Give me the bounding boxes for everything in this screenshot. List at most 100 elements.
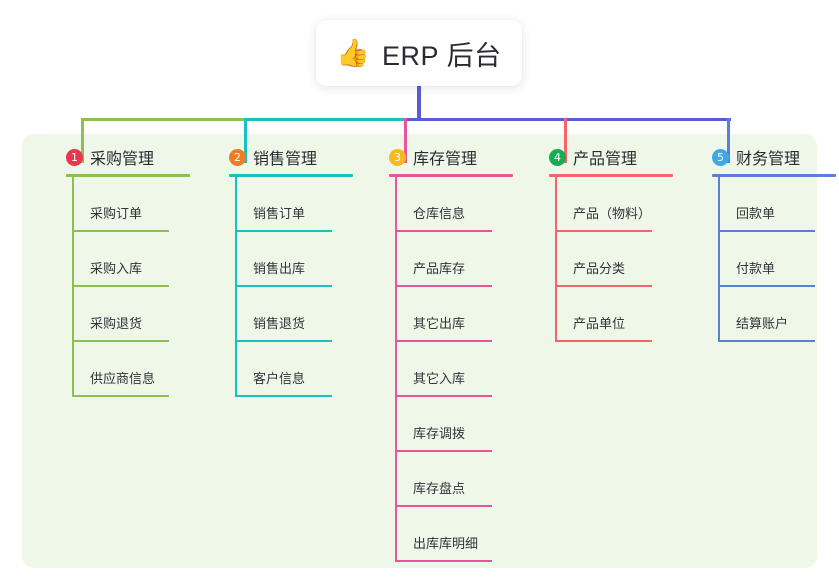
leaf-item[interactable]: 采购订单 (72, 177, 196, 232)
branch-column-4: 4 产品管理产品（物料） 产品分类产品单位 (527, 146, 679, 342)
branch-badge-4: 4 (549, 148, 566, 166)
leaf-item[interactable]: 库存调拨 (395, 397, 519, 452)
branch-badge-5: 5 (712, 148, 729, 166)
branch-header-2[interactable]: 2 销售管理 (207, 146, 359, 168)
leaf-underline (555, 285, 652, 287)
leaf-spine-5 (718, 177, 720, 342)
leaf-item[interactable]: 采购入库 (72, 232, 196, 287)
leaf-underline (718, 340, 815, 342)
leaf-list-1: 采购订单采购入库采购退货供应商信息 (72, 177, 196, 397)
leaf-item[interactable]: 库存盘点 (395, 452, 519, 507)
leaf-underline (555, 340, 652, 342)
leaf-underline (718, 230, 815, 232)
branch-badge-1: 1 (66, 148, 83, 166)
leaf-item[interactable]: 采购退货 (72, 287, 196, 342)
diagram-panel (22, 134, 817, 568)
branch-drop-2 (244, 118, 247, 163)
leaf-spine-4 (555, 177, 557, 342)
leaf-item[interactable]: 产品（物料） (555, 177, 679, 232)
branch-drop-5 (727, 118, 730, 163)
root-stem (417, 86, 421, 121)
bus-segment-1 (81, 118, 246, 121)
branch-underline-5 (712, 174, 836, 177)
branch-drop-3 (404, 118, 407, 163)
leaf-list-2: 销售订单销售出库销售退货客户信息 (235, 177, 359, 397)
leaf-label: 结算账户 (736, 316, 789, 331)
leaf-label: 付款单 (736, 261, 776, 276)
leaf-underline (395, 450, 492, 452)
branch-header-1[interactable]: 1 采购管理 (44, 146, 196, 168)
branch-badge-2: 2 (229, 148, 246, 166)
leaf-list-3: 仓库信息产品库存其它出库其它入库库存调拨库存盘点出库库明细 (395, 177, 519, 562)
leaf-item[interactable]: 其它出库 (395, 287, 519, 342)
branch-column-5: 5 财务管理回款单付款单结算账户 (690, 146, 839, 342)
leaf-label: 库存盘点 (413, 481, 466, 496)
branch-underline-3 (389, 174, 513, 177)
leaf-item[interactable]: 产品单位 (555, 287, 679, 342)
branch-title-3: 库存管理 (413, 151, 478, 168)
leaf-item[interactable]: 付款单 (718, 232, 839, 287)
branch-drop-1 (81, 118, 84, 163)
leaf-item[interactable]: 客户信息 (235, 342, 359, 397)
branch-badge-3: 3 (389, 148, 406, 166)
leaf-label: 采购退货 (90, 316, 143, 331)
leaf-item[interactable]: 产品库存 (395, 232, 519, 287)
leaf-underline (235, 285, 332, 287)
branch-title-1: 采购管理 (90, 151, 155, 168)
branch-title-2: 销售管理 (253, 151, 318, 168)
leaf-label: 库存调拨 (413, 426, 466, 441)
leaf-underline (395, 560, 492, 562)
leaf-item[interactable]: 仓库信息 (395, 177, 519, 232)
leaf-label: 仓库信息 (413, 206, 466, 221)
branch-header-4[interactable]: 4 产品管理 (527, 146, 679, 168)
branch-title-5: 财务管理 (736, 151, 801, 168)
leaf-underline (395, 505, 492, 507)
leaf-item[interactable]: 其它入库 (395, 342, 519, 397)
root-title: ERP 后台 (382, 40, 502, 71)
leaf-label: 产品单位 (573, 316, 626, 331)
leaf-list-4: 产品（物料） 产品分类产品单位 (555, 177, 679, 342)
leaf-label: 出库库明细 (413, 536, 479, 551)
leaf-label: 销售出库 (253, 261, 306, 276)
leaf-underline (718, 285, 815, 287)
leaf-label: 其它出库 (413, 316, 466, 331)
branch-column-1: 1 采购管理采购订单采购入库采购退货供应商信息 (44, 146, 196, 397)
branch-header-3[interactable]: 3 库存管理 (367, 146, 519, 168)
branch-header-5[interactable]: 5 财务管理 (690, 146, 839, 168)
leaf-label: 销售订单 (253, 206, 306, 221)
leaf-underline (235, 395, 332, 397)
leaf-item[interactable]: 结算账户 (718, 287, 839, 342)
leaf-item[interactable]: 销售退货 (235, 287, 359, 342)
branch-title-4: 产品管理 (573, 151, 638, 168)
leaf-label: 其它入库 (413, 371, 466, 386)
root-node[interactable]: 👍 ERP 后台 (316, 20, 522, 86)
branch-underline-4 (549, 174, 673, 177)
leaf-spine-3 (395, 177, 397, 562)
branch-underline-1 (66, 174, 190, 177)
leaf-list-5: 回款单付款单结算账户 (718, 177, 839, 342)
leaf-underline (235, 340, 332, 342)
bus-segment-2 (244, 118, 406, 121)
leaf-label: 回款单 (736, 206, 776, 221)
leaf-underline (72, 285, 169, 287)
leaf-underline (395, 395, 492, 397)
branch-column-3: 3 库存管理仓库信息产品库存其它出库其它入库库存调拨库存盘点出库库明细 (367, 146, 519, 562)
leaf-item[interactable]: 销售出库 (235, 232, 359, 287)
leaf-spine-1 (72, 177, 74, 397)
leaf-item[interactable]: 供应商信息 (72, 342, 196, 397)
leaf-underline (395, 230, 492, 232)
leaf-item[interactable]: 出库库明细 (395, 507, 519, 562)
leaf-label: 采购订单 (90, 206, 143, 221)
leaf-underline (395, 285, 492, 287)
branch-underline-2 (229, 174, 353, 177)
leaf-item[interactable]: 回款单 (718, 177, 839, 232)
leaf-label: 产品（物料） (573, 206, 652, 221)
leaf-label: 产品分类 (573, 261, 626, 276)
leaf-label: 采购入库 (90, 261, 143, 276)
leaf-underline (235, 230, 332, 232)
branch-drop-4 (564, 118, 567, 163)
branch-column-2: 2 销售管理销售订单销售出库销售退货客户信息 (207, 146, 359, 397)
leaf-item[interactable]: 产品分类 (555, 232, 679, 287)
leaf-underline (72, 230, 169, 232)
leaf-item[interactable]: 销售订单 (235, 177, 359, 232)
